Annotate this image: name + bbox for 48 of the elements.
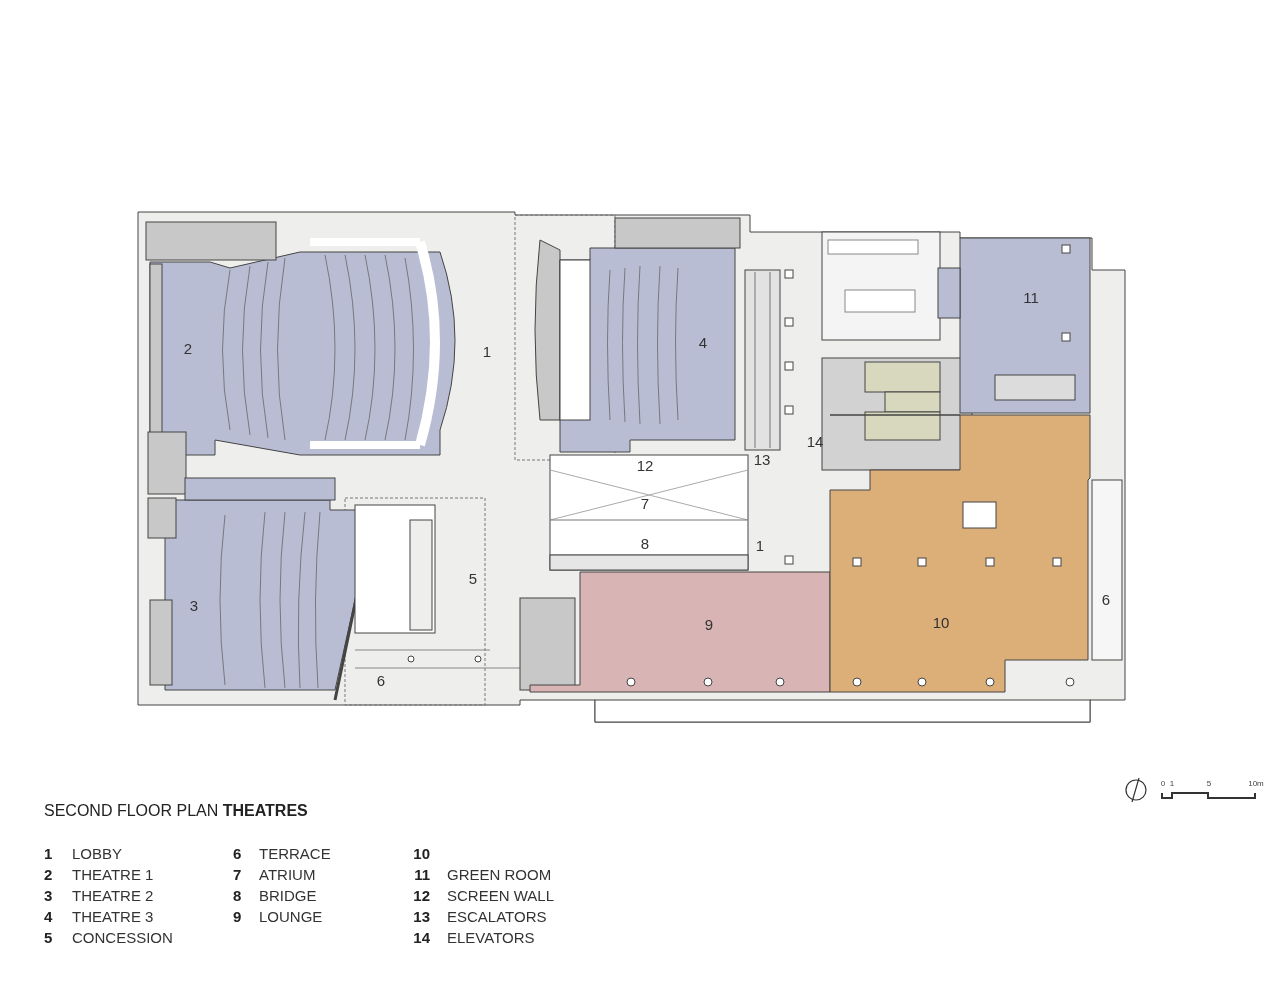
room-number: 1: [482, 343, 492, 359]
key-number: 2: [44, 866, 53, 882]
key-room-name: ELEVATORS: [447, 929, 535, 945]
key-number: 7: [233, 866, 242, 882]
key-room-name: THEATRE 3: [72, 908, 154, 924]
key-room-name: LOBBY: [72, 845, 123, 861]
scale-label: 0: [1160, 780, 1166, 788]
key-number: 14: [413, 929, 430, 945]
key-room-name: LOUNGE: [259, 908, 323, 924]
scale-label: 10m: [1248, 780, 1264, 788]
room-number: 11: [1023, 289, 1039, 305]
key-number: 11: [414, 866, 430, 882]
key-room-name: CONCESSION: [72, 929, 173, 945]
key-room-name: THEATRE 1: [72, 866, 154, 882]
key-number: 3: [44, 887, 53, 903]
key-room-name: THEATRE 2: [72, 887, 154, 903]
key-number: 9: [233, 908, 242, 924]
room-number: 5: [468, 570, 478, 586]
scale-label: 5: [1206, 780, 1212, 788]
room-number: 4: [698, 334, 708, 350]
key-number: 10: [413, 845, 430, 861]
key-room-name: BRIDGE: [259, 887, 317, 903]
key-room-name: SCREEN WALL: [447, 887, 554, 903]
key-number: 4: [44, 908, 53, 924]
key-room-name: ESCALATORS: [447, 908, 547, 924]
key-room-name: GREEN ROOM: [447, 866, 552, 882]
room-number: 8: [640, 535, 650, 551]
room-number: 7: [640, 495, 650, 511]
key-number: 5: [44, 929, 53, 945]
key-number: 8: [233, 887, 242, 903]
key-number: 6: [233, 845, 242, 861]
room-number: 14: [806, 433, 824, 449]
room-number: 13: [753, 451, 771, 467]
room-number: 12: [636, 457, 654, 473]
room-number: 3: [189, 597, 199, 613]
room-number: 9: [704, 616, 714, 632]
room-number: 6: [376, 672, 386, 688]
key-room-name: ATRIUM: [259, 866, 316, 882]
plan-title: SECOND FLOOR PLAN THEATRES: [44, 802, 308, 820]
room-number: 1: [755, 537, 765, 553]
key-room-name: TERRACE: [259, 845, 331, 861]
room-number: 10: [932, 614, 950, 630]
key-number: 12: [413, 887, 430, 903]
room-number: 2: [183, 340, 193, 356]
key-number: 1: [44, 845, 53, 861]
key-number: 13: [413, 908, 430, 924]
room-number: 6: [1101, 591, 1111, 607]
scale-label: 1: [1169, 780, 1175, 788]
